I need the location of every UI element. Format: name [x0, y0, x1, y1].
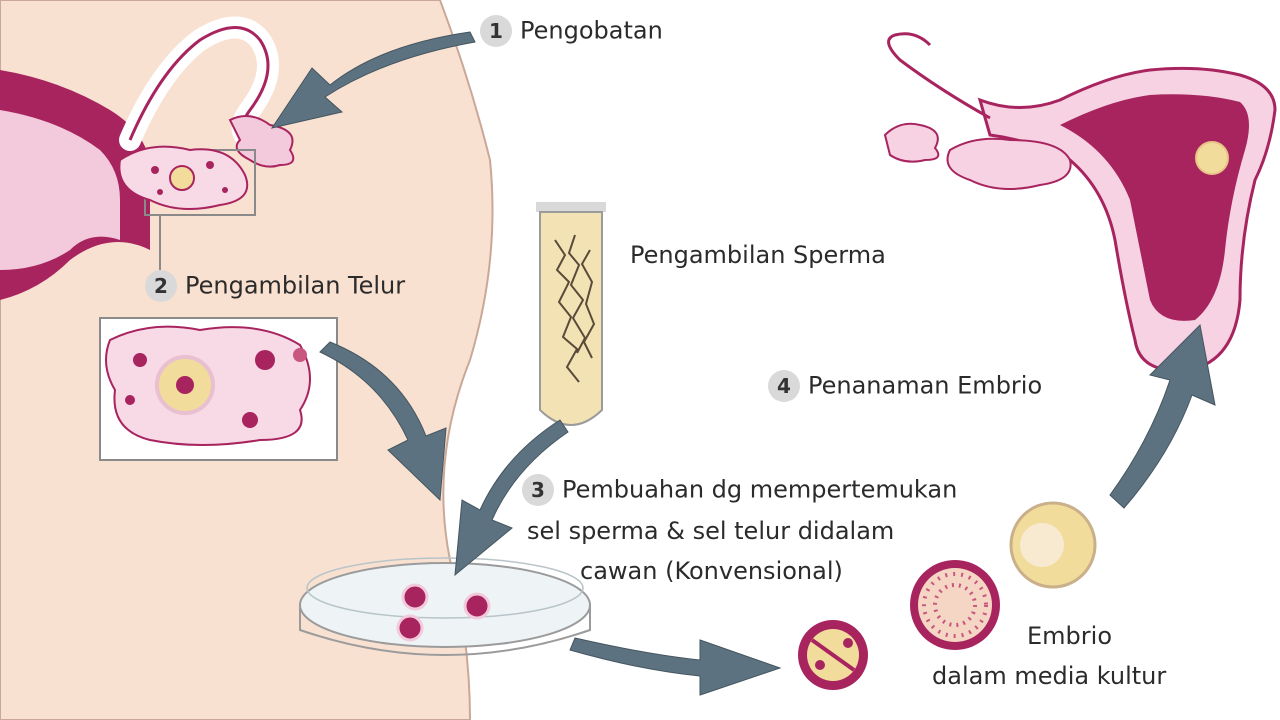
step-1-number: 1: [480, 15, 512, 47]
step-3-line-1: Pembuahan dg mempertemukan: [562, 475, 958, 504]
sperm-collection-label: Pengambilan Sperma: [630, 241, 886, 269]
petri-dish: [299, 557, 591, 656]
embryo-label-line-2: dalam media kultur: [932, 662, 1167, 690]
arrow-embryo-to-uterus: [1109, 323, 1216, 509]
step-4-number: 4: [768, 370, 800, 402]
step-4-text: Penanaman Embrio: [808, 371, 1043, 400]
left-uterus: [0, 16, 295, 300]
arrow-egg-to-dish: [319, 341, 447, 502]
step-3-line-3: cawan (Konvensional): [580, 557, 843, 585]
right-uterus: [883, 32, 1277, 373]
arrow-medication: [270, 31, 476, 129]
arrow-dish-to-embryo: [569, 637, 782, 696]
embryo-label-line-1: Embrio: [1027, 622, 1112, 650]
embryo-blastocyst: [1009, 501, 1097, 589]
step-2-text: Pengambilan Telur: [185, 271, 406, 300]
step-3-label: 3 Pembuahan dg mempertemukan: [522, 474, 957, 506]
step-2-label: 2 Pengambilan Telur: [145, 270, 405, 302]
step-3-line-2: sel sperma & sel telur didalam: [527, 517, 895, 545]
ovary-large: [99, 317, 338, 461]
step-2-number: 2: [145, 270, 177, 302]
step-3-number: 3: [522, 474, 554, 506]
step-4-label: 4 Penanaman Embrio: [768, 370, 1042, 402]
ovary-small: [118, 145, 256, 216]
embryo-morula: [910, 560, 1000, 650]
sperm-test-tube: [536, 202, 606, 426]
step-1-label: 1 Pengobatan: [480, 15, 663, 47]
arrow-sperm-to-dish: [454, 419, 569, 577]
embryo-2cell: [798, 620, 868, 690]
step-1-text: Pengobatan: [520, 16, 663, 45]
